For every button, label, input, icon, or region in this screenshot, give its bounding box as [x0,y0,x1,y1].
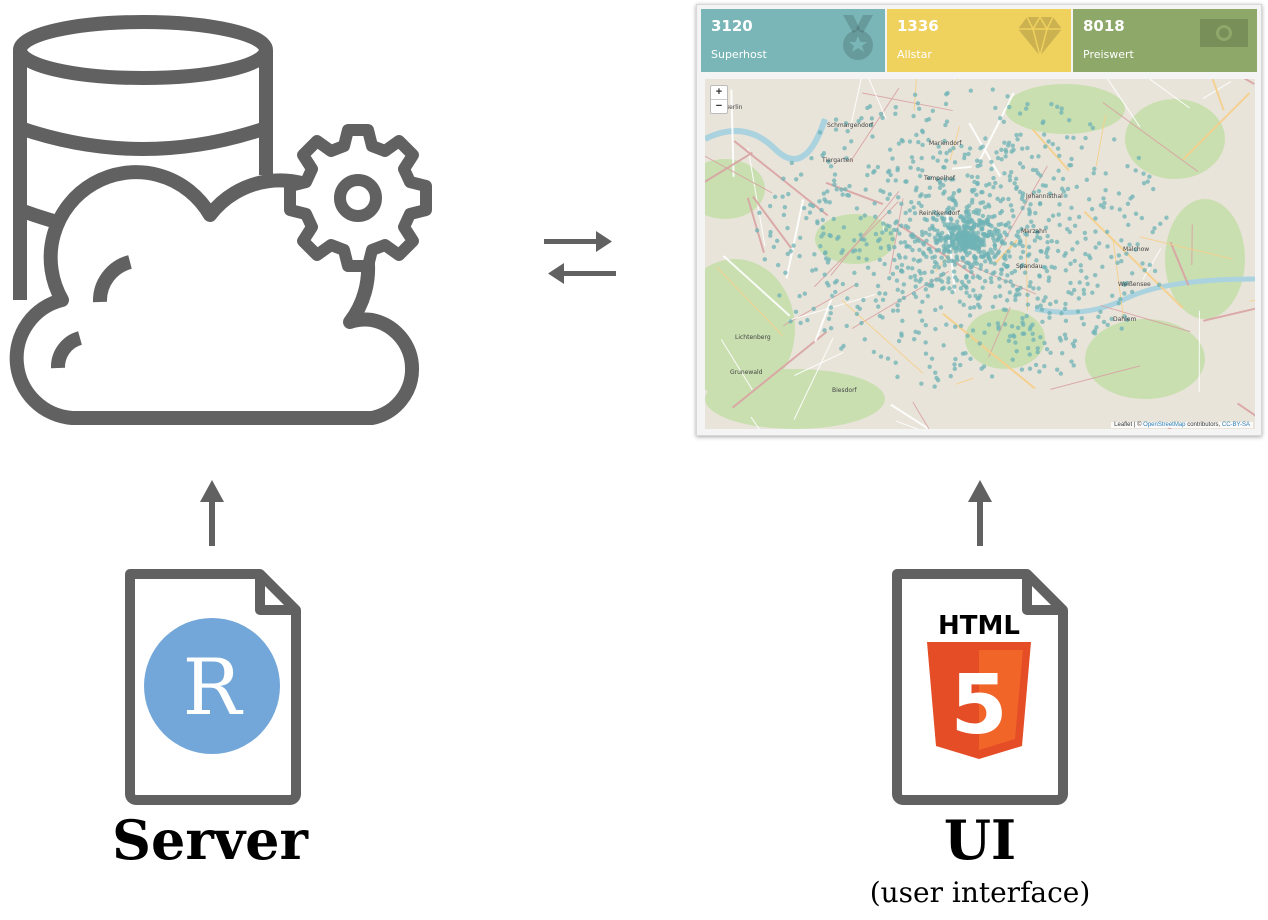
map-place-label: Mariendorf [929,140,962,147]
r-logo-letter: R [183,643,244,733]
map-place-label: Johannisthal [1025,193,1063,200]
value-box-label: Superhost [711,48,767,61]
value-box-superhost: 3120 Superhost [701,9,885,72]
map-place-label: Schmargendorf [827,122,874,129]
attribution-suffix: contributors, [1187,422,1221,428]
map-place-label: Dahlem [1113,316,1136,323]
value-box-number: 1336 [897,17,939,35]
r-file-icon: R [125,569,301,805]
attribution-prefix: Leaflet | © [1114,422,1142,428]
arrow-up-icon [200,480,224,546]
server-label: Server [112,808,308,872]
value-box-preiswert: 8018 Preiswert [1073,9,1257,72]
server-cloud-icon [9,15,432,425]
map-place-label: Grunewald [730,369,763,376]
value-box-number: 8018 [1083,17,1125,35]
dashboard-preview: 3120 Superhost 1336 Allstar 8018 Preiswe… [696,4,1262,436]
html5-file-icon: HTML 5 [892,569,1068,805]
value-box-label: Preiswert [1083,48,1134,61]
ui-sublabel: (user interface) [869,876,1091,909]
map-place-label: Lichtenberg [735,334,771,341]
map-attribution: Leaflet | © OpenStreetMap contributors, … [1111,422,1253,428]
value-box-allstar: 1336 Allstar [887,9,1071,72]
diamond-icon [1018,15,1062,57]
map-place-label: Berlin [725,104,743,111]
value-box-number: 3120 [711,17,753,35]
map-place-label: Tempelhof [923,175,956,182]
value-box-label: Allstar [897,48,932,61]
zoom-control: + − [710,85,728,114]
map-place-label: Biesdorf [832,387,858,394]
arrow-up-icon [968,480,992,546]
osm-link[interactable]: OpenStreetMap [1143,422,1186,428]
map-place-label: Weißensee [1118,281,1151,288]
zoom-out-button[interactable]: − [715,100,723,112]
map-place-label: Malchow [1123,246,1149,253]
map-canvas: BerlinTiergartenReinickendorfSpandauDahl… [705,79,1255,429]
sync-arrows-icon [544,231,616,284]
r-logo [144,618,280,754]
license-link[interactable]: CC-BY-SA [1221,422,1250,428]
map-place-label: Marzahn [1021,228,1047,235]
ui-label: UI [943,808,1017,872]
map-place-label: Spandau [1016,263,1043,270]
html5-shield-icon: 5 [927,642,1031,759]
zoom-in-button[interactable]: + [711,86,727,100]
money-icon [1200,19,1248,47]
html5-logo-number: 5 [950,658,1007,753]
html5-logo-text: HTML [938,611,1020,641]
gear-icon [284,124,432,272]
map-place-label: Reinickendorf [919,210,961,217]
medal-icon [843,15,873,60]
map-place-label: Tiergarten [821,157,853,164]
